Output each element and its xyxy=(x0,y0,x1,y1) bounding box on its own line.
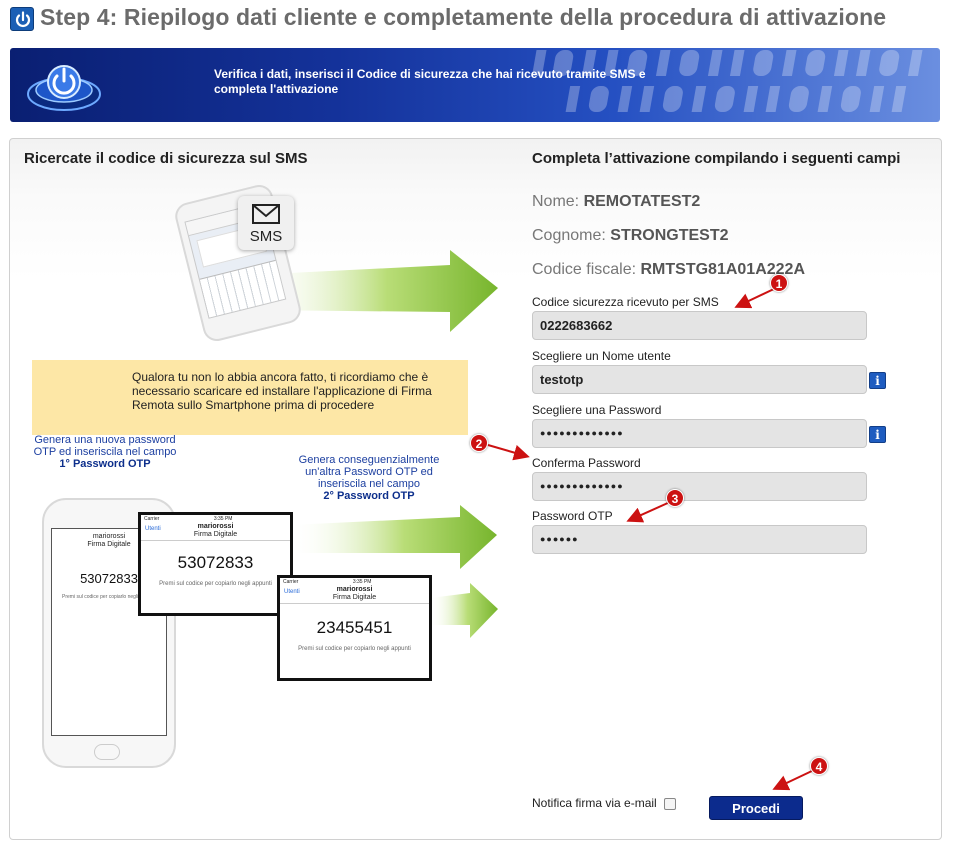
username-label: Scegliere un Nome utente xyxy=(532,349,671,363)
step-badge-1: 1 xyxy=(770,274,788,292)
left-heading: Ricercate il codice di sicurezza sul SMS xyxy=(24,150,308,167)
sms-code-label: Codice sicurezza ricevuto per SMS xyxy=(532,295,719,309)
otp-code-1: 53072833 xyxy=(177,553,254,572)
sms-badge: SMS xyxy=(238,196,294,250)
notify-email-label: Notifica firma via e-mail xyxy=(532,796,657,810)
sms-code-input[interactable] xyxy=(532,311,867,340)
otp-password-label: Password OTP xyxy=(532,509,613,523)
green-arrow-2 xyxy=(290,505,497,569)
codice-fiscale-value: RMTSTG81A01A222A xyxy=(640,261,806,278)
procedi-button[interactable]: Procedi xyxy=(709,796,803,820)
username-input[interactable] xyxy=(532,365,867,394)
otp-password-input[interactable]: ●●●●●● xyxy=(532,525,867,554)
cognome-row: Cognome: STRONGTEST2 xyxy=(532,227,729,244)
codice-fiscale-row: Codice fiscale: RMTSTG81A01A222A xyxy=(532,261,806,278)
header-banner: Verifica i dati, inserisci il Codice di … xyxy=(10,48,940,122)
sms-label: SMS xyxy=(249,228,283,245)
step-badge-4: 4 xyxy=(810,757,828,775)
notify-email-checkbox[interactable] xyxy=(664,798,676,810)
otp1-instruction: Genera una nuova password OTP ed inseris… xyxy=(33,434,177,470)
nome-value: REMOTATEST2 xyxy=(583,193,701,210)
password-info-icon[interactable]: i xyxy=(869,426,886,443)
binary-background-decoration xyxy=(502,48,940,122)
page-title: Step 4: Riepilogo dati cliente e complet… xyxy=(40,4,887,30)
envelope-icon xyxy=(252,204,280,224)
step-badge-3: 3 xyxy=(666,489,684,507)
notice-text: Qualora tu non lo abbia ancora fatto, ti… xyxy=(132,370,432,412)
app-download-notice: Qualora tu non lo abbia ancora fatto, ti… xyxy=(32,360,468,435)
confirm-password-input[interactable]: ●●●●●●●●●●●●● xyxy=(532,472,867,501)
power-logo-icon xyxy=(24,54,104,116)
cognome-value: STRONGTEST2 xyxy=(610,227,729,244)
confirm-password-label: Conferma Password xyxy=(532,456,641,470)
username-info-icon[interactable]: i xyxy=(869,372,886,389)
otp-code-2: 23455451 xyxy=(316,618,393,637)
right-heading: Completa l’attivazione compilando i segu… xyxy=(532,150,901,167)
nome-row: Nome: REMOTATEST2 xyxy=(532,193,701,210)
password-label: Scegliere una Password xyxy=(532,403,662,417)
step-badge-2: 2 xyxy=(470,434,488,452)
banner-instructions: Verifica i dati, inserisci il Codice di … xyxy=(214,67,646,96)
password-input[interactable]: ●●●●●●●●●●●●● xyxy=(532,419,867,448)
green-arrow-1 xyxy=(250,250,498,332)
green-arrow-3 xyxy=(430,583,498,638)
power-icon xyxy=(10,7,34,31)
otp2-instruction: Genera conseguenzialmente un'altra Passw… xyxy=(298,454,440,502)
